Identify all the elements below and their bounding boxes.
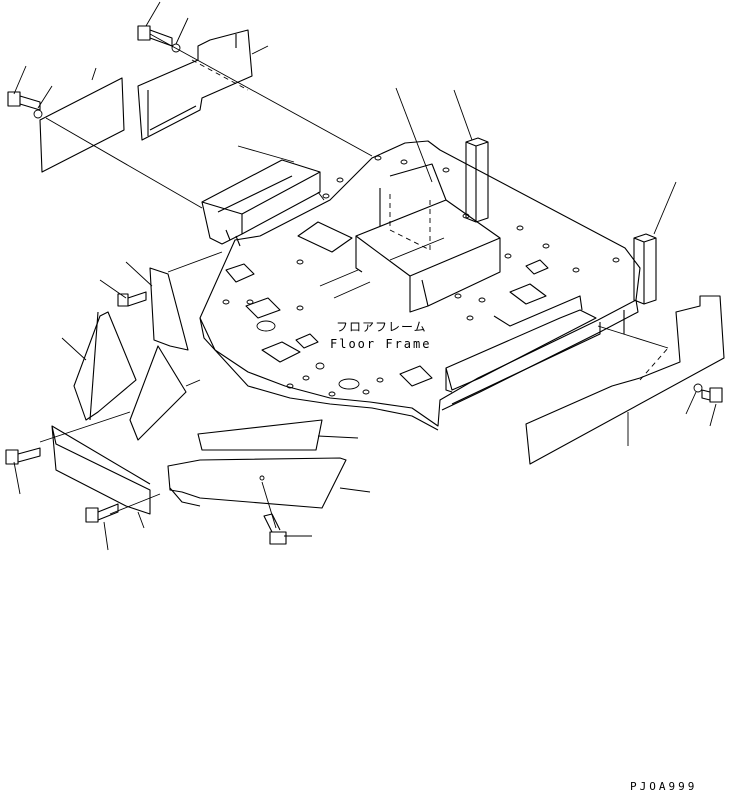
bolt-right: [701, 387, 723, 403]
triangular-plate: [129, 345, 187, 441]
bolt-left: [7, 91, 41, 111]
bolt-mid-left: [117, 291, 147, 307]
bottom-channel-cover: [167, 457, 347, 509]
left-front-box: [201, 159, 321, 247]
floor-frame-label-jp: フロアフレーム: [336, 320, 427, 334]
floor-frame-plate: [199, 140, 641, 431]
bolt-lower-left: [5, 447, 41, 465]
small-bracket-plate: [149, 267, 189, 351]
center-box: [355, 163, 501, 313]
bolt-bottom-center: [263, 513, 287, 545]
flat-strip-plate: [197, 419, 323, 451]
lower-left-cover: [51, 425, 151, 515]
top-cover-plate: [137, 29, 253, 141]
washer-left: [33, 109, 43, 119]
right-rail: [445, 295, 625, 405]
upright-post-left: [465, 137, 489, 223]
bolt-top: [137, 25, 173, 47]
bolt-bottom-left: [85, 503, 119, 523]
assembly-lines: [39, 33, 669, 529]
washer-right: [693, 383, 703, 393]
side-gusset-left: [73, 311, 137, 421]
upright-post-right: [633, 233, 657, 305]
left-cover-plate: [39, 77, 125, 173]
drawing-code: PJOA999: [630, 780, 698, 793]
right-lower-cover: [525, 295, 725, 465]
floor-frame-label-en: Floor Frame: [330, 337, 432, 351]
leader-lines: [13, 1, 717, 551]
